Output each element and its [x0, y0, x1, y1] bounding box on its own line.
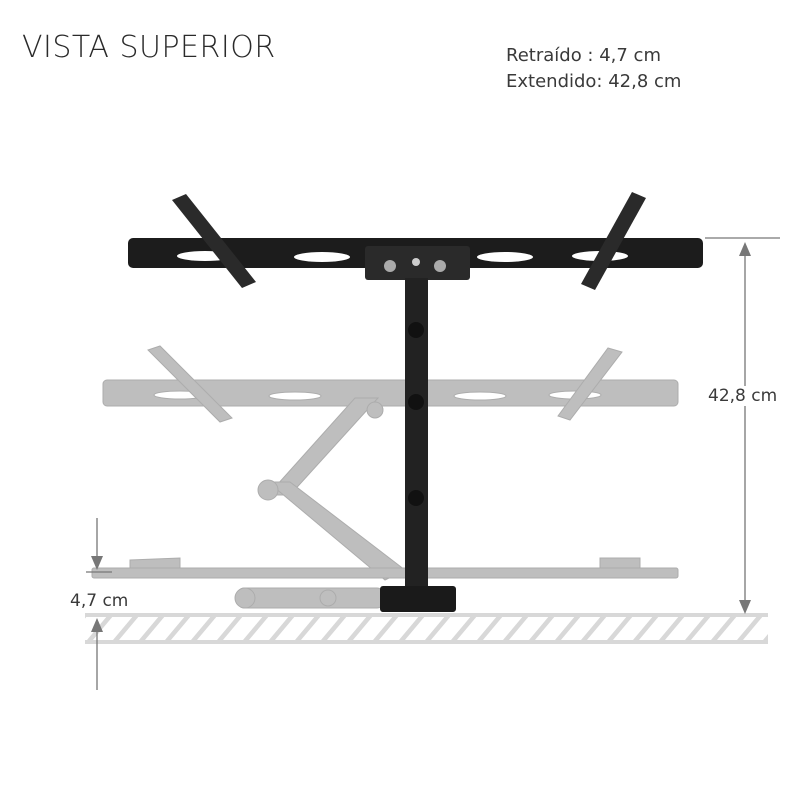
retracted-plate [91, 567, 679, 579]
ghost-bracket-left [147, 345, 233, 423]
ghost-plate [102, 379, 679, 407]
ghost-bracket-right [557, 347, 623, 421]
support-arm [405, 278, 428, 590]
ghost-arm-upper [266, 397, 380, 496]
spec-retracted: Retraído : 4,7 cm [506, 45, 661, 66]
vesa-bracket-right [581, 192, 646, 290]
vesa-bracket-left [172, 194, 256, 288]
ghost-positions [91, 345, 679, 609]
extended-mount [128, 192, 703, 612]
spec-extended: Extendido: 42,8 cm [506, 71, 682, 92]
ghost-arm-lower [266, 481, 406, 581]
wall-surface [85, 613, 768, 644]
retracted-arm [237, 587, 384, 609]
dimension-lines [86, 237, 780, 690]
extended-dimension-label: 42,8 cm [706, 386, 780, 406]
wall-base [380, 586, 456, 612]
diagram-title: VISTA SUPERIOR [22, 30, 276, 65]
retracted-dimension-label: 4,7 cm [70, 591, 129, 611]
